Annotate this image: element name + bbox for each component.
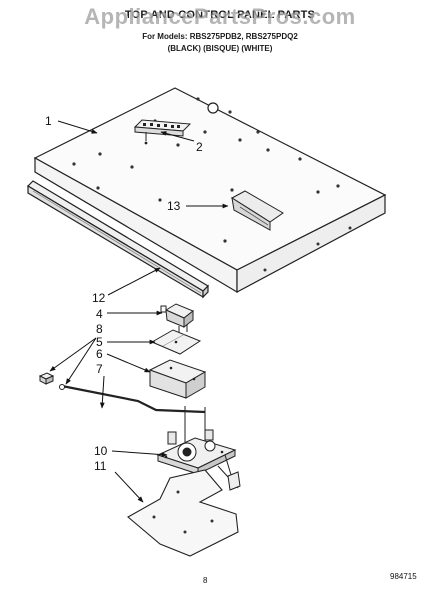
callout-12: 12: [92, 291, 106, 305]
leader-lines: [49, 120, 229, 503]
control-shaft: [59, 384, 206, 419]
callout-5: 5: [96, 335, 103, 349]
page-number: 8: [203, 576, 208, 585]
mounting-plate: [127, 469, 239, 557]
control-mechanism: [156, 418, 241, 491]
insulator-plate: [150, 329, 202, 355]
figure-code: 984715: [390, 572, 417, 581]
mounting-bracket: [231, 190, 284, 231]
callout-4: 4: [96, 307, 103, 321]
switch-shield: [148, 359, 207, 399]
callout-10: 10: [94, 444, 108, 458]
diagram-title: TOP AND CONTROL PANEL PARTS: [124, 9, 316, 21]
callout-2: 2: [196, 140, 203, 154]
control-knob: [38, 372, 55, 385]
selector-switch: [160, 303, 194, 336]
model-numbers: For Models: RBS275PDB2, RBS275PDQ2: [142, 32, 298, 41]
callout-11: 11: [94, 459, 107, 473]
watermark: AppliancePartsPros.com: [84, 4, 356, 29]
callout-13: 13: [167, 199, 181, 213]
callout-6: 6: [96, 347, 103, 361]
connector-block: [133, 119, 192, 145]
callout-7: 7: [96, 362, 103, 376]
callout-1: 1: [45, 114, 52, 128]
top-panel: [33, 87, 387, 294]
callout-8: 8: [96, 322, 103, 336]
color-variants: (BLACK) (BISQUE) (WHITE): [167, 44, 273, 53]
